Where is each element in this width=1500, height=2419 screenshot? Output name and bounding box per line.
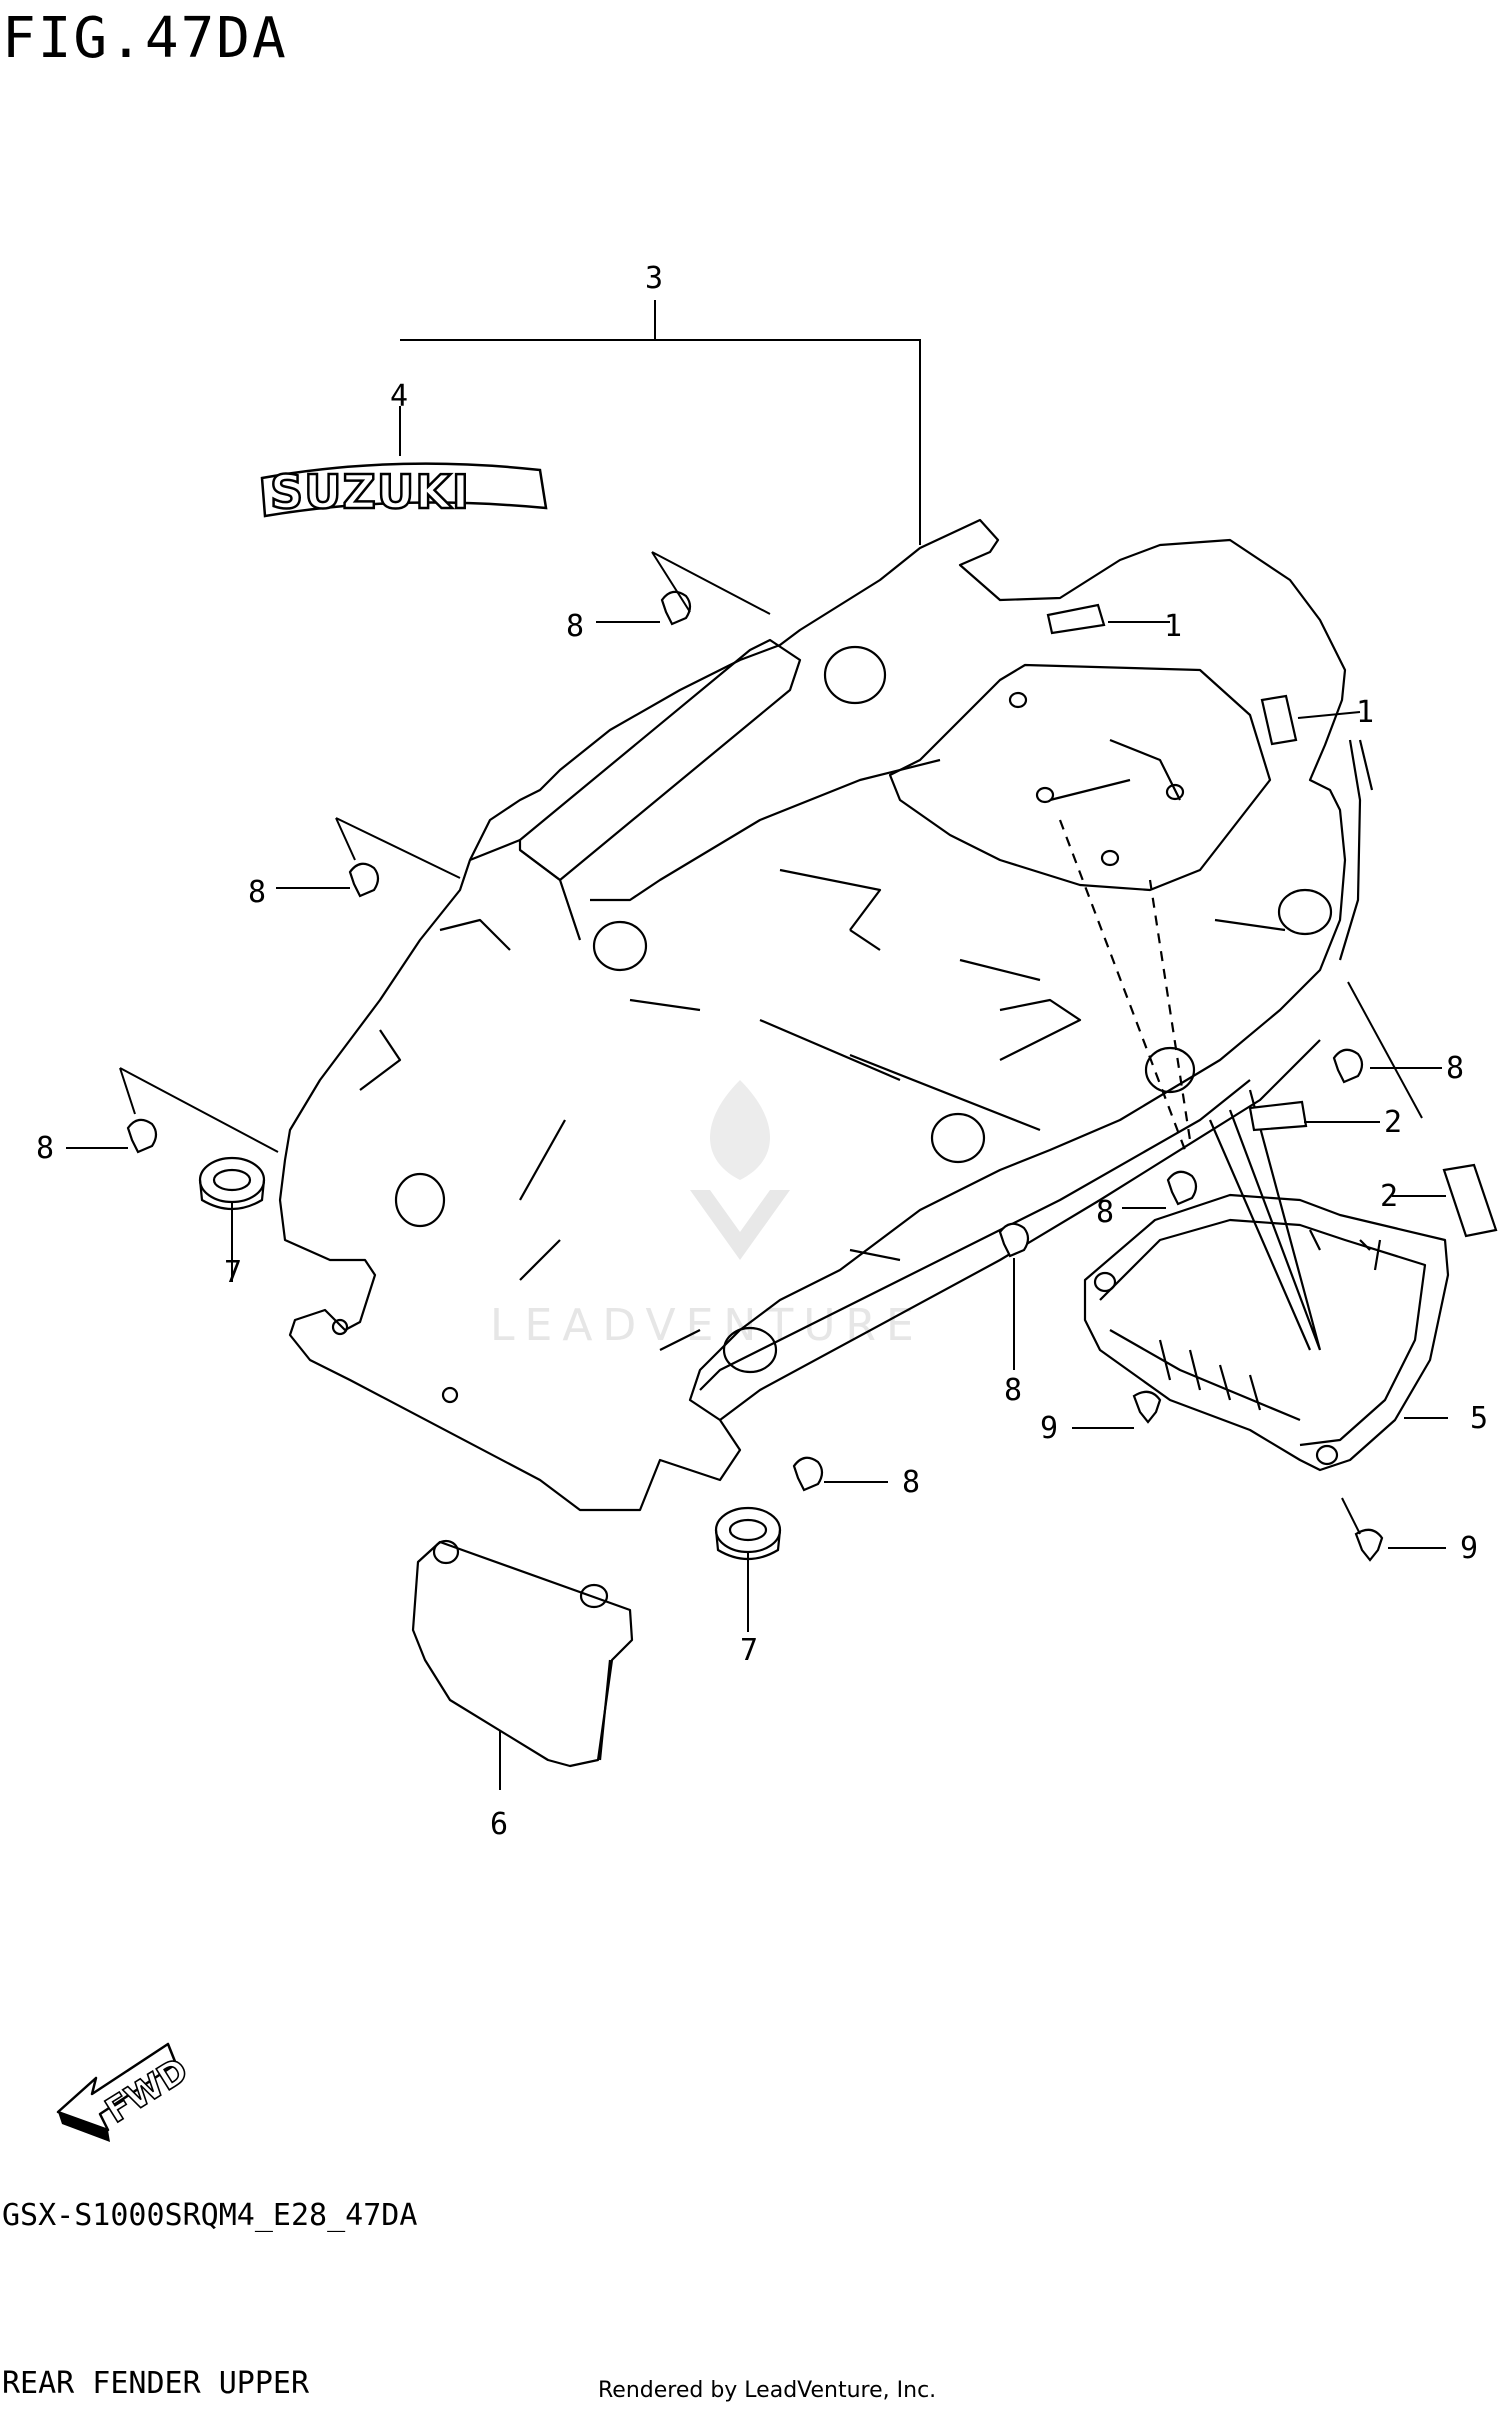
callout-5: 5 [1470, 1401, 1488, 1436]
watermark: LEADVENTURE [490, 1080, 924, 1351]
screw-9b [1354, 1528, 1384, 1562]
pad-1b [1260, 694, 1298, 746]
rear-fender-upper [278, 518, 1374, 1512]
watermark-text: LEADVENTURE [490, 1300, 924, 1351]
callout-8d: 8 [1446, 1051, 1464, 1086]
callout-8g: 8 [902, 1465, 920, 1500]
clip-8d [1332, 1048, 1364, 1084]
suzuki-emblem: SUZUKI [260, 462, 548, 520]
model-code: GSX-S1000SRQM4_E28_47DA [2, 2198, 418, 2233]
callout-7a: 7 [224, 1255, 242, 1290]
leader-lines [66, 300, 1448, 1790]
clip-8a [660, 590, 692, 626]
clip-8g [792, 1456, 824, 1492]
rear-bracket [1083, 1193, 1450, 1472]
callout-labels: 3 4 8 1 1 8 8 8 2 2 7 8 8 9 5 8 9 7 6 [36, 261, 1488, 1842]
clip-8c [126, 1118, 158, 1154]
screw-9a [1132, 1390, 1162, 1424]
watermark-flame-icon [710, 1080, 770, 1180]
callout-3: 3 [645, 261, 663, 296]
callout-1b: 1 [1356, 695, 1374, 730]
clip-8e [1166, 1170, 1198, 1206]
cushion-right [714, 1506, 782, 1560]
callout-2a: 2 [1384, 1105, 1402, 1140]
pad-1a [1046, 603, 1106, 635]
figure-title: FIG.47DA [2, 6, 288, 71]
callout-8c: 8 [36, 1131, 54, 1166]
cushion-left [198, 1156, 266, 1210]
callout-4: 4 [390, 379, 408, 414]
render-credit: Rendered by LeadVenture, Inc. [598, 2378, 937, 2403]
pad-2b [1442, 1163, 1498, 1238]
section-name: REAR FENDER UPPER [2, 2366, 310, 2401]
emblem-text: SUZUKI [270, 465, 470, 519]
mud-flap [411, 1539, 634, 1768]
fwd-arrow-icon: FWD [56, 2042, 196, 2142]
callout-8f: 8 [1004, 1373, 1022, 1408]
pad-2a [1248, 1100, 1308, 1132]
callout-8a: 8 [566, 609, 584, 644]
callout-7b: 7 [740, 1633, 758, 1668]
callout-6: 6 [490, 1807, 508, 1842]
clip-8f [998, 1222, 1030, 1258]
callout-8b: 8 [248, 875, 266, 910]
watermark-v-icon [690, 1190, 790, 1260]
clip-8b [348, 862, 380, 898]
callout-9b: 9 [1460, 1531, 1478, 1566]
callout-9a: 9 [1040, 1411, 1058, 1446]
callout-1a: 1 [1164, 609, 1182, 644]
callout-8e: 8 [1096, 1195, 1114, 1230]
callout-2b: 2 [1380, 1179, 1398, 1214]
